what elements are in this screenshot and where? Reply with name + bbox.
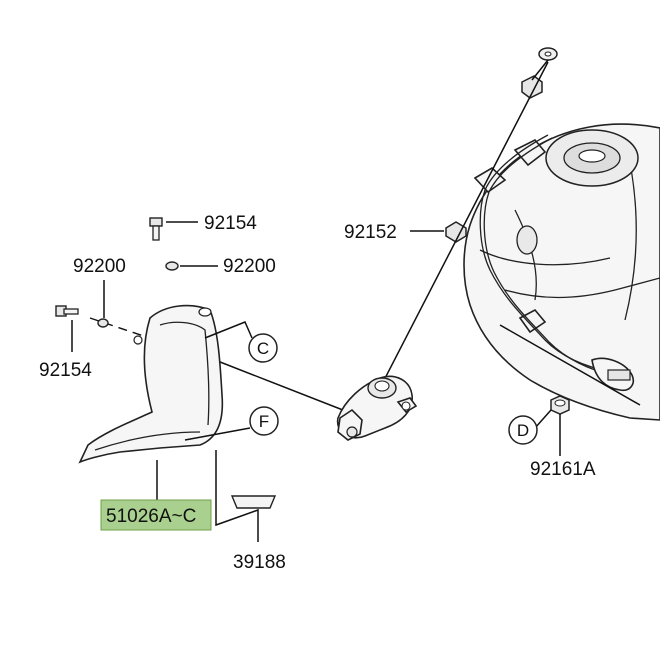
callout-c-letter: C (257, 339, 269, 358)
leader-to-callout-f (184, 427, 251, 441)
part-label-92200-left: 92200 (73, 256, 126, 277)
callout-d: D (508, 415, 538, 445)
bolt-left-icon (55, 305, 79, 317)
part-label-92200-right: 92200 (223, 256, 276, 277)
washer-top-icon (165, 261, 179, 271)
part-label-92152: 92152 (344, 222, 397, 243)
side-cover (78, 304, 224, 464)
part-label-92154-left: 92154 (39, 360, 92, 381)
leader-39188 (215, 450, 259, 542)
callout-f: F (249, 406, 279, 436)
part-label-92161a: 92161A (530, 459, 596, 480)
leader-washer-to-grommet (531, 59, 549, 81)
fuel-cap (545, 129, 639, 187)
valve-assembly (336, 375, 418, 441)
hex-nut-icon (550, 395, 570, 415)
grommet-92152-icon (445, 221, 467, 243)
callout-f-letter: F (259, 412, 269, 431)
fuel-tank (463, 123, 660, 421)
washer-left-icon (97, 318, 109, 328)
leader-to-callout-c (204, 321, 253, 339)
leader-cap-diagonal (499, 324, 641, 406)
highlight-box (100, 499, 212, 531)
washer-icon (538, 47, 558, 61)
part-label-39188: 39188 (233, 552, 286, 573)
part-label-51026: 51026A~C (106, 506, 196, 527)
callout-c: C (248, 333, 278, 363)
fuel-pump-connector (591, 357, 635, 392)
leader-top-to-valve (379, 61, 549, 389)
leader-to-callout-d (534, 409, 552, 429)
wiring-harness (479, 134, 617, 377)
grommet-icon (521, 75, 543, 99)
decal-icon (230, 495, 277, 509)
bolt-icon (149, 217, 163, 241)
part-label-92154-top: 92154 (204, 213, 257, 234)
callout-d-letter: D (517, 421, 529, 440)
leader-cover-to-valve (214, 359, 349, 413)
